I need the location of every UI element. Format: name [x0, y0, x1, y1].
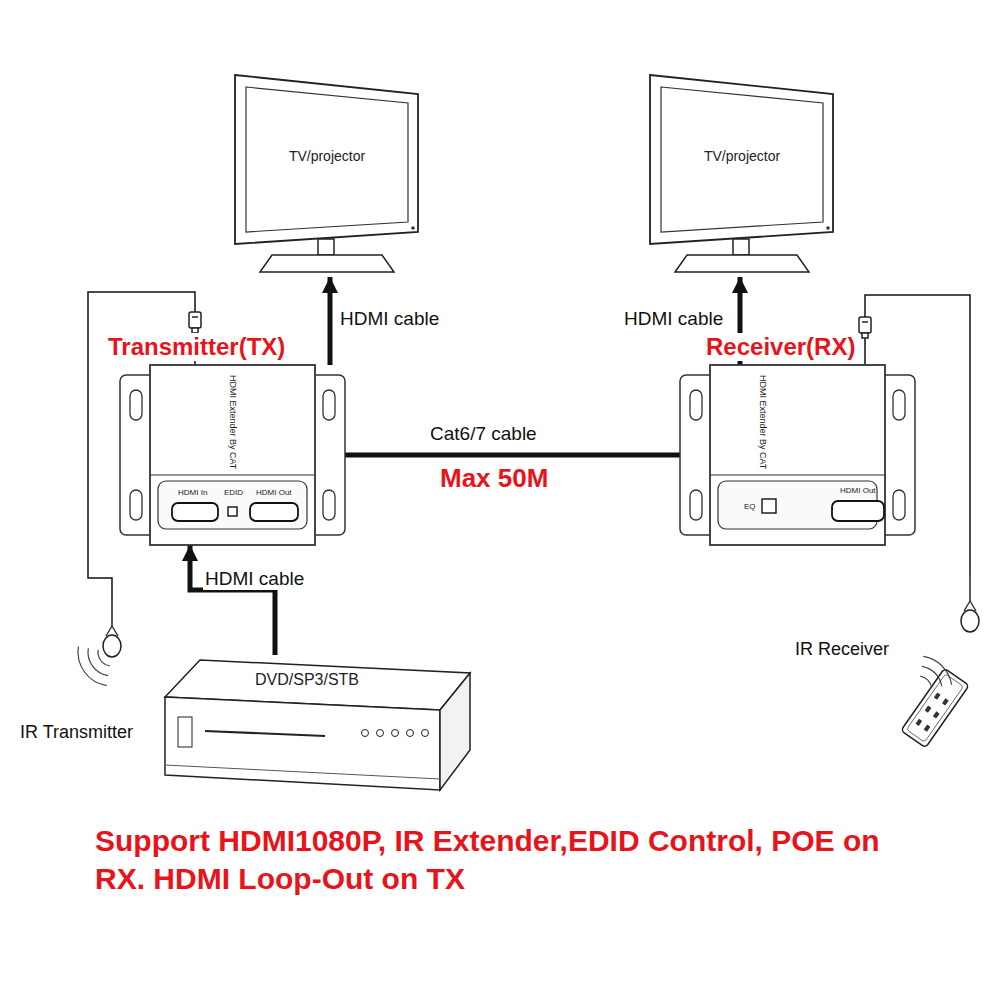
- irtx-node: IR Transmitter: [15, 600, 200, 750]
- node-outline: [680, 365, 915, 545]
- rj-plug: [859, 317, 871, 338]
- ear-slot: [323, 390, 335, 420]
- tv-neck: [318, 239, 334, 255]
- ir-wire: [111, 600, 113, 626]
- dvd-button: [362, 730, 369, 737]
- ear-slot: [323, 490, 335, 520]
- edid-switch: [228, 507, 237, 516]
- node-text: EQ: [744, 502, 756, 511]
- eq-knob: [762, 499, 776, 513]
- dvd-side: [440, 673, 470, 790]
- node-text: TV/projector: [252, 148, 402, 164]
- remote-control: [901, 668, 969, 747]
- dvd-button: [392, 730, 399, 737]
- hdmi-port: [832, 501, 884, 521]
- irrx-shape: [961, 575, 979, 632]
- ear-slot: [893, 390, 905, 420]
- dvd-button: [422, 730, 429, 737]
- ear-slot: [690, 490, 702, 520]
- node-text: HDMI Extender By CAT: [758, 375, 768, 469]
- tv-base: [260, 255, 394, 272]
- tv-led: [826, 226, 830, 230]
- node-text: HDMI In: [178, 488, 207, 497]
- cable-connector: [345, 453, 680, 458]
- dvd-front: [165, 697, 440, 790]
- ir-bulb: [961, 610, 979, 632]
- dvd-base-line: [165, 765, 440, 779]
- ear-slot: [130, 390, 142, 420]
- device-body: [150, 365, 315, 545]
- ir-wave: [920, 676, 932, 688]
- node-text: HDMI Extender By CAT: [228, 375, 238, 469]
- panel-edge: [150, 474, 315, 475]
- node-text: IR Receiver: [795, 639, 889, 660]
- tv-neck: [733, 239, 749, 255]
- ir-bulb: [103, 635, 121, 657]
- tv-shape: [650, 75, 833, 272]
- device-heading: Receiver(RX): [704, 333, 857, 361]
- ir-wave: [922, 666, 942, 686]
- cable-label: HDMI cable: [203, 568, 306, 590]
- tv-shape: [235, 75, 418, 272]
- hdmi-port: [250, 503, 298, 521]
- node-text: HDMI Out: [256, 488, 292, 497]
- rx-shape: [680, 365, 915, 545]
- node-text: TV/projector: [667, 148, 817, 164]
- ir-wire: [969, 575, 971, 601]
- tv-base: [675, 255, 809, 272]
- tv-led: [411, 226, 415, 230]
- tv-frame: [650, 75, 833, 244]
- cable-label: HDMI cable: [338, 308, 441, 330]
- node-outline: [647, 72, 837, 277]
- irtx-shape: [103, 600, 121, 657]
- ir-wave: [923, 656, 951, 684]
- rx-node: Receiver(RX)HDMI Extender By CATEQHDMI O…: [680, 365, 915, 545]
- dvd-shape: [165, 660, 470, 790]
- ear-slot: [690, 390, 702, 420]
- ir-wave: [78, 647, 107, 686]
- irrx-node: IR Receiver: [790, 575, 990, 670]
- tx-node: Transmitter(TX)HDMI Extender By CATHDMI …: [120, 365, 345, 545]
- panel-edge: [710, 474, 885, 475]
- tv-screen: [661, 87, 823, 232]
- hdmi-port: [172, 503, 218, 521]
- tx-shape: [120, 365, 345, 545]
- disc-slot: [205, 731, 325, 736]
- tv-frame: [235, 75, 418, 244]
- front-panel: [158, 481, 307, 529]
- node-text: HDMI Out: [840, 486, 876, 495]
- dvd-display: [178, 717, 192, 747]
- tv-node: TV/projector: [232, 72, 422, 277]
- cable-connector: [328, 277, 333, 365]
- node-text: DVD/SP3/STB: [255, 671, 359, 689]
- feature-caption: Support HDMI1080P, IR Extender,EDID Cont…: [95, 822, 925, 897]
- rj-plug: [189, 312, 201, 333]
- dvd-button: [377, 730, 384, 737]
- device-body: [710, 365, 885, 545]
- tv-screen: [246, 87, 408, 232]
- cable-label: HDMI cable: [622, 308, 725, 330]
- ear-slot: [893, 490, 905, 520]
- node-text: EDID: [224, 488, 243, 497]
- cable-label: Cat6/7 cable: [428, 423, 539, 445]
- device-heading: Transmitter(TX): [106, 333, 287, 361]
- dvd-button: [407, 730, 414, 737]
- dvd-node: DVD/SP3/STB: [160, 655, 475, 800]
- tv-node: TV/projector: [647, 72, 837, 277]
- cable-connector: [190, 545, 275, 655]
- node-text: IR Transmitter: [20, 722, 133, 743]
- distance-note: Max 50M: [440, 464, 548, 494]
- ear-slot: [130, 490, 142, 520]
- node-outline: [232, 72, 422, 277]
